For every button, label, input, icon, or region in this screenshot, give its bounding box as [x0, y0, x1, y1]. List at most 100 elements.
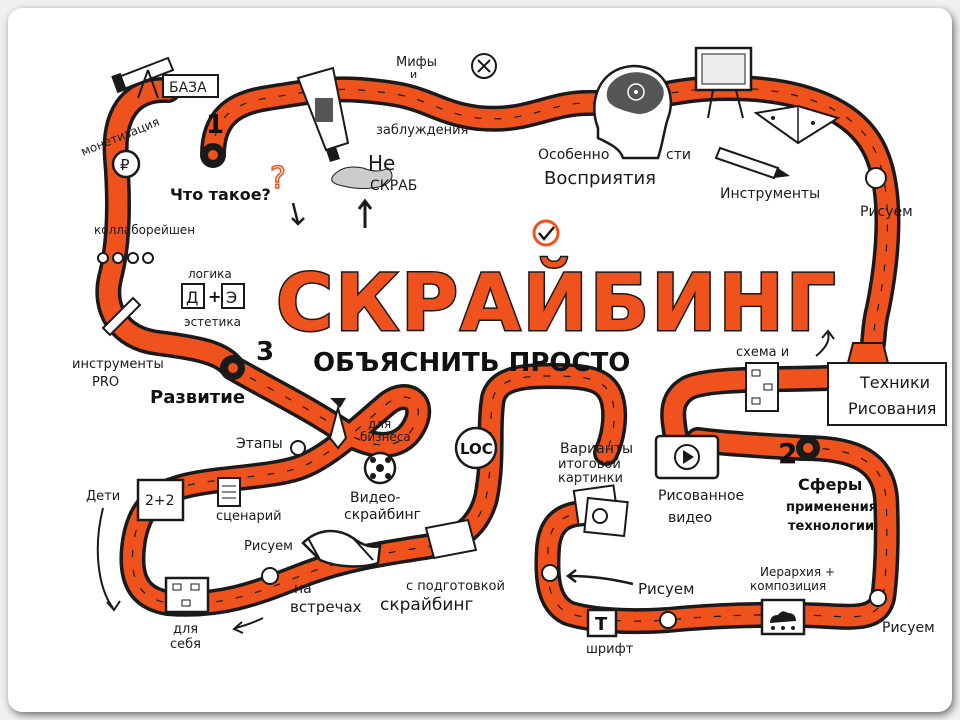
svg-text:видео: видео [668, 510, 712, 526]
chart-icon [745, 362, 779, 412]
arrow-icon [96, 507, 121, 612]
svg-text:сти: сти [666, 147, 691, 163]
film-reel-icon [363, 451, 397, 485]
collaboration-icon [97, 252, 154, 264]
label-instrumenty-pro: инструменты [72, 357, 164, 372]
label-dlya-sebya: для [173, 622, 198, 637]
svg-text:итоговой: итоговой [558, 457, 621, 472]
svg-text:бизнеса: бизнеса [360, 430, 411, 444]
logic-aesthetics-block: логика Д + Э эстетика [181, 267, 245, 329]
slide: СКРАЙБИНГ Объяснить просто БАЗА 1 Что та… [8, 8, 952, 712]
label-risovannoe: Рисованное [658, 488, 744, 504]
baza-sign: БАЗА [162, 74, 219, 98]
marker-risuem-left [261, 567, 279, 585]
label-ne: Не [368, 151, 395, 175]
svg-text:БАЗА: БАЗА [169, 80, 207, 96]
label-varianty: Варианты [560, 441, 633, 457]
label-kollaboreishen: коллаборейшен [94, 223, 195, 237]
svg-text:скрайбинг: скрайбинг [344, 507, 421, 523]
pictures-icon [572, 484, 629, 538]
label-chto-takoe: Что такое? [170, 185, 271, 204]
arrow-icon [232, 617, 264, 634]
label-dlya-biznesa: для [368, 417, 391, 431]
svg-text:T: T [595, 614, 608, 635]
svg-text:Э: Э [226, 288, 237, 307]
two-plus-two-board: 2+2 [136, 478, 185, 522]
label-zablyuzhdeniya: заблуждения [376, 123, 468, 138]
arrow-icon [565, 569, 634, 586]
svg-text:композиция: композиция [750, 579, 826, 593]
cloud-network-icon [760, 598, 806, 636]
lamp-icon [846, 342, 890, 364]
label-sfery: Сферы [798, 475, 862, 494]
number-2: 2 [778, 437, 797, 470]
font-t-box: T [586, 608, 618, 638]
label-osobennosti: Особенно [538, 147, 609, 163]
cross-circle-icon [471, 53, 497, 79]
flowchart-icon [164, 576, 210, 614]
label-etapy: Этапы [236, 436, 283, 452]
pro-pencil-icon [101, 296, 142, 337]
marker-etapy [290, 440, 306, 456]
svg-text:картинки: картинки [558, 471, 623, 486]
tube-icon [296, 66, 393, 189]
svg-text:применения: применения [786, 500, 877, 515]
label-razvitie: Развитие [150, 387, 245, 408]
svg-text:₽: ₽ [120, 156, 130, 174]
label-shema-i: схема и [736, 345, 789, 360]
head-icon [593, 64, 673, 160]
main-title: СКРАЙБИНГ [276, 257, 838, 349]
svg-text:и: и [410, 68, 417, 81]
label-instrumenty: Инструменты [720, 186, 820, 202]
business-tie-icon [328, 398, 348, 450]
label-mify: Мифы [396, 55, 437, 70]
scribing-mindmap: СКРАЙБИНГ Объяснить просто БАЗА 1 Что та… [72, 46, 947, 657]
techniques-box: Техники Рисования [827, 362, 947, 426]
label-na-vstrechah: на [294, 581, 312, 597]
marker-risuem-right [865, 167, 887, 189]
label-risuem-center: Рисуем [638, 580, 694, 598]
svg-text:LOC: LOC [460, 440, 493, 458]
marker-risuem-br [869, 589, 887, 607]
svg-text:встречах: встречах [290, 598, 362, 616]
svg-text:2+2: 2+2 [145, 493, 175, 509]
svg-text:себя: себя [170, 637, 201, 652]
ruble-coin-icon: ₽ [111, 149, 141, 179]
label-deti: Дети [86, 489, 120, 504]
script-icon [217, 477, 241, 507]
svg-text:PRO: PRO [92, 375, 119, 390]
marker-road-left [541, 564, 559, 582]
label-video-skraibing: Видео- [350, 490, 401, 506]
label-s-podgotovkoi: с подготовкой [406, 579, 505, 594]
document-icon [424, 518, 478, 560]
road-stops [201, 143, 887, 629]
number-3: 3 [256, 337, 274, 367]
marker-risuem-center [659, 611, 677, 629]
play-icon [654, 434, 720, 480]
pencil-icon [714, 146, 790, 180]
telescope-icon [111, 56, 175, 99]
svg-text:Техники: Техники [859, 373, 930, 392]
loc-badge: LOC [454, 426, 498, 470]
svg-text:Рисования: Рисования [848, 399, 936, 418]
label-risuem-right: Рисуем [860, 204, 913, 220]
svg-text:+: + [208, 287, 221, 306]
label-risuem-bottom-left: Рисуем [244, 539, 293, 554]
label-shrift: шрифт [586, 642, 634, 657]
label-skrab: СКРАБ [370, 178, 417, 194]
label-ierarhiya: Иерархия + [760, 565, 835, 579]
screen-icon [694, 46, 753, 119]
question-icon: ? [269, 160, 305, 226]
svg-text:эстетика: эстетика [184, 315, 241, 329]
svg-text:логика: логика [188, 267, 232, 281]
arrow-icon [815, 329, 835, 357]
book-icon [753, 104, 841, 145]
check-icon [532, 219, 560, 247]
label-vospriyatiya: Восприятия [544, 168, 656, 189]
handshake-icon [301, 529, 382, 568]
number-1: 1 [206, 110, 224, 140]
svg-text:Д: Д [186, 288, 199, 307]
svg-text:скрайбинг: скрайбинг [380, 595, 474, 615]
label-scenariy: сценарий [216, 509, 282, 524]
subtitle: Объяснить просто [313, 348, 630, 378]
